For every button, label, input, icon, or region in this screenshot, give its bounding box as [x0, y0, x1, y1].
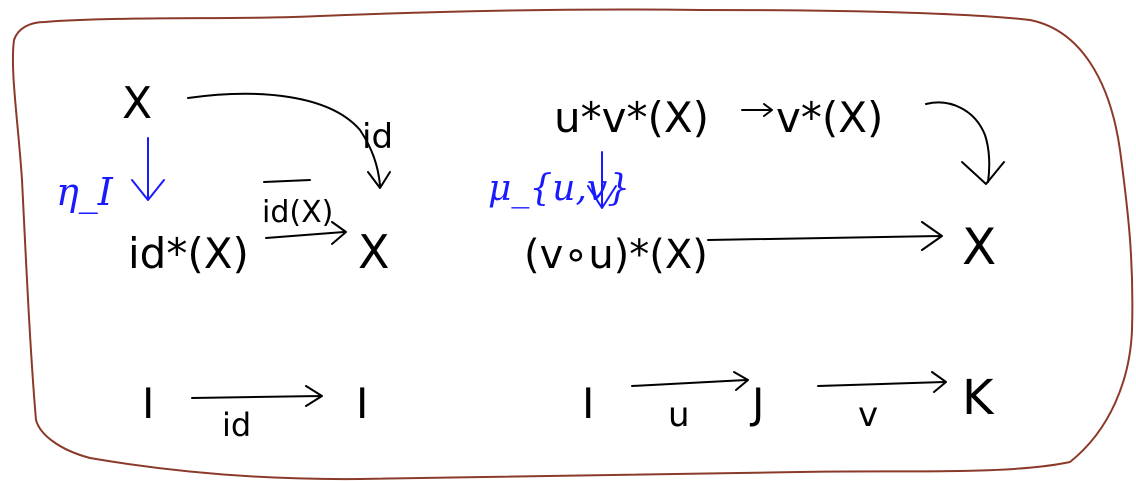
left-bottom-arrow-label: id(X) — [262, 195, 333, 230]
left-identity-curved-arrow — [187, 92, 381, 186]
right-top-arrow — [741, 103, 773, 117]
base-left-arrow — [191, 385, 323, 407]
left-top-object: X — [122, 78, 152, 129]
right-multiplication-label: μ_{u,v} — [488, 168, 630, 209]
right-top-curved-arrowhead — [961, 161, 1005, 185]
right-bottom-right-object: X — [962, 218, 996, 276]
base-left-arrow-label: id — [222, 406, 251, 444]
base-right-third: K — [962, 370, 995, 426]
left-bottom-arrow-overline — [263, 179, 311, 183]
base-right-first: I — [582, 379, 594, 428]
left-bottom-right-object: X — [358, 225, 390, 279]
left-identity-label: id — [362, 117, 393, 157]
right-bottom-left-object: (v∘u)*(X) — [524, 232, 708, 278]
base-left-source: I — [142, 379, 154, 428]
base-right-second-arrow-label: v — [858, 395, 878, 435]
right-multiplication-arrow — [587, 151, 617, 209]
left-identity-arrowhead — [367, 171, 391, 189]
base-right-second-arrow — [817, 371, 947, 393]
left-bottom-arrow — [265, 221, 347, 245]
base-right-first-arrow-label: u — [668, 395, 690, 435]
right-top-left-object: u*v*(X) — [554, 93, 709, 142]
right-top-curved-arrow — [925, 101, 991, 183]
left-unit-arrow — [131, 137, 165, 201]
right-top-right-object: v*(X) — [776, 93, 883, 142]
base-right-second: J — [749, 379, 764, 428]
left-unit-label: η_I — [56, 170, 114, 215]
outline-border — [11, 8, 1134, 481]
left-bottom-left-object: id*(X) — [128, 229, 249, 278]
right-bottom-arrow — [707, 221, 943, 251]
base-left-target: I — [356, 379, 368, 428]
base-right-first-arrow — [631, 371, 749, 391]
